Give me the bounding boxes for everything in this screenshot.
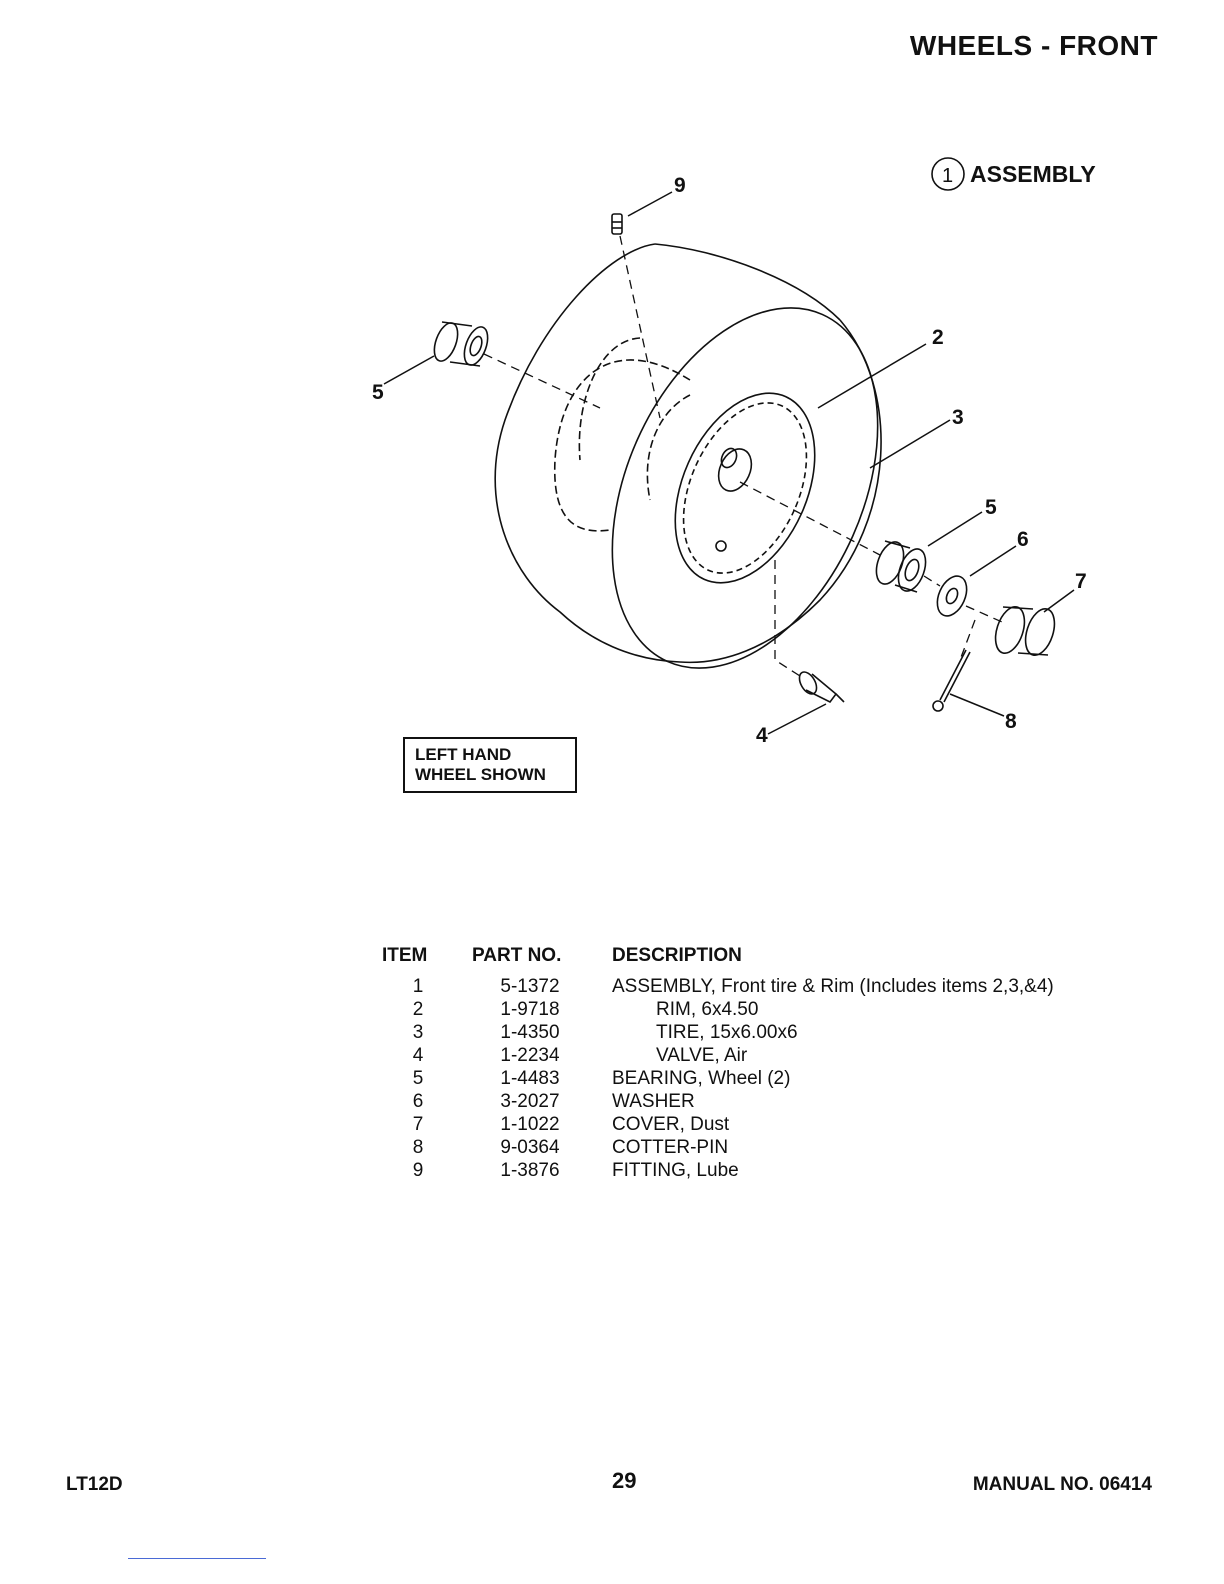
footer-model: LT12D — [66, 1474, 123, 1495]
row-part-no: 1-9718 — [500, 999, 560, 1020]
footer-manual-number: MANUAL NO. 06414 — [972, 1474, 1152, 1495]
left-hand-note: LEFT HAND WHEEL SHOWN — [403, 737, 577, 793]
assembly-label: ASSEMBLY — [970, 161, 1096, 187]
washer-part — [936, 575, 968, 617]
footer-page-number: 29 — [612, 1468, 637, 1493]
table-row: 1 5-1372 ASSEMBLY, Front tire & Rim (Inc… — [374, 975, 1054, 998]
row-description: COVER, Dust — [612, 1114, 730, 1135]
assembly-circle-marker — [931, 157, 965, 191]
table-row: 4 1-2234 VALVE, Air — [374, 1044, 1054, 1067]
row-item: 5 — [412, 1068, 424, 1089]
tire-part — [494, 243, 882, 669]
callout-3: 3 — [952, 406, 964, 429]
table-row: 6 3-2027 WASHER — [374, 1090, 1054, 1113]
bearing-right-part — [875, 540, 927, 593]
callout-9: 9 — [674, 174, 686, 197]
table-row: 7 1-1022 COVER, Dust — [374, 1113, 1054, 1136]
row-item: 6 — [412, 1091, 424, 1112]
valve-part — [798, 671, 845, 704]
header-item: ITEM — [382, 945, 428, 966]
callout-4: 4 — [756, 724, 768, 747]
header-description: DESCRIPTION — [612, 945, 742, 966]
row-description: VALVE, Air — [656, 1045, 748, 1066]
row-part-no: 1-3876 — [500, 1160, 560, 1181]
row-item: 3 — [412, 1022, 424, 1043]
row-part-no: 1-4483 — [500, 1068, 560, 1089]
row-description: FITTING, Lube — [612, 1160, 739, 1181]
callout-8: 8 — [1005, 710, 1017, 733]
row-description: RIM, 6x4.50 — [656, 999, 759, 1020]
row-item: 8 — [412, 1137, 424, 1158]
table-header-row: ITEM PART NO. DESCRIPTION — [374, 945, 1054, 975]
callout-5-left: 5 — [372, 381, 384, 404]
lube-fitting-part — [611, 213, 623, 235]
row-description: ASSEMBLY, Front tire & Rim (Includes ite… — [612, 976, 1054, 997]
divider-line — [128, 1558, 266, 1559]
row-part-no: 5-1372 — [500, 976, 560, 997]
table-row: 5 1-4483 BEARING, Wheel (2) — [374, 1067, 1054, 1090]
note-line-2: WHEEL SHOWN — [415, 765, 546, 784]
table-row: 8 9-0364 COTTER-PIN — [374, 1136, 1054, 1159]
row-part-no: 3-2027 — [500, 1091, 560, 1112]
parts-list-table: ITEM PART NO. DESCRIPTION 1 5-1372 ASSEM… — [374, 945, 1054, 1182]
bearing-left-part — [433, 321, 489, 367]
row-description: TIRE, 15x6.00x6 — [656, 1022, 798, 1043]
row-item: 7 — [412, 1114, 424, 1135]
cotter-pin-part — [932, 649, 971, 712]
row-description: WASHER — [612, 1091, 695, 1112]
row-item: 1 — [412, 976, 424, 997]
dust-cover-part — [994, 606, 1056, 656]
row-part-no: 1-1022 — [500, 1114, 560, 1135]
callout-7: 7 — [1075, 570, 1087, 593]
row-description: COTTER-PIN — [612, 1137, 729, 1158]
callout-5-right: 5 — [985, 496, 997, 519]
rim-part — [553, 337, 816, 584]
assembly-number: 1 — [942, 165, 953, 187]
table-row: 3 1-4350 TIRE, 15x6.00x6 — [374, 1021, 1054, 1044]
callout-2: 2 — [932, 326, 944, 349]
header-part-no: PART NO. — [472, 945, 562, 966]
row-part-no: 1-4350 — [500, 1022, 560, 1043]
row-description: BEARING, Wheel (2) — [612, 1068, 791, 1089]
wheel-exploded-diagram: 9 5 2 3 5 6 7 8 4 1 ASSEMBLY — [372, 157, 1096, 747]
row-item: 4 — [412, 1045, 424, 1066]
table-row: 9 1-3876 FITTING, Lube — [374, 1159, 1054, 1182]
table-row: 2 1-9718 RIM, 6x4.50 — [374, 998, 1054, 1021]
callout-6: 6 — [1017, 528, 1029, 551]
row-part-no: 1-2234 — [500, 1045, 560, 1066]
row-item: 9 — [412, 1160, 424, 1181]
page-title: WHEELS - FRONT — [909, 30, 1158, 61]
row-part-no: 9-0364 — [500, 1137, 560, 1158]
note-line-1: LEFT HAND — [415, 745, 512, 764]
row-item: 2 — [412, 999, 424, 1020]
